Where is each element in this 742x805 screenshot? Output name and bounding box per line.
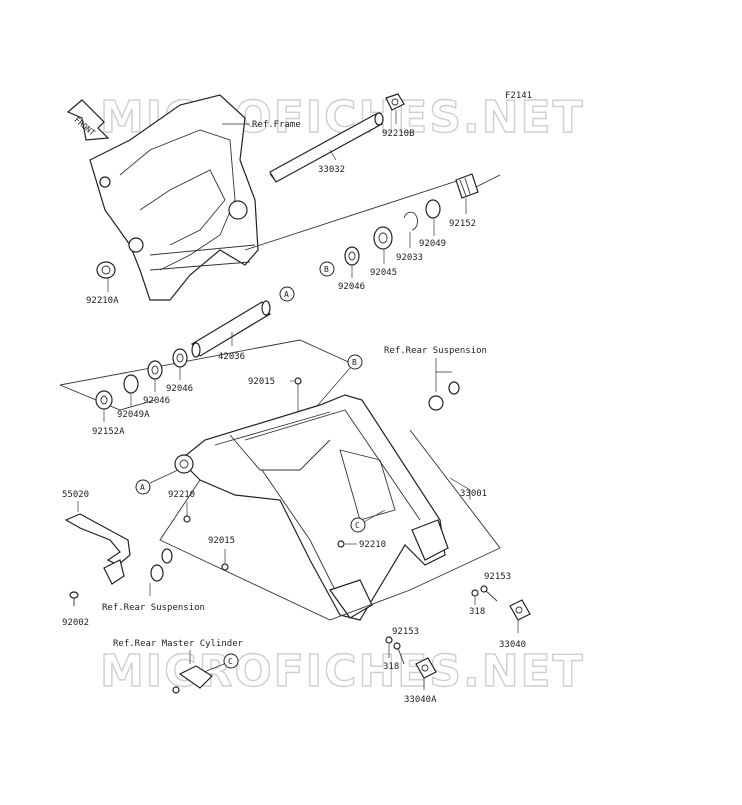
swingarm-33001: [174, 394, 449, 621]
label-92002: 92002: [62, 618, 89, 628]
adjuster-bolt-92153-b: [393, 642, 405, 665]
label-92046-a: 92046: [338, 282, 365, 292]
suspension-bushing-top: [428, 358, 460, 411]
label-92049: 92049: [419, 239, 446, 249]
collar-92152A: [95, 390, 113, 410]
adjuster-plate-33040A: [415, 657, 437, 679]
bolt-92210-b: [337, 540, 345, 548]
ref-frame-label: Ref.Frame: [252, 120, 301, 130]
label-33032: 33032: [318, 165, 345, 175]
label-92152: 92152: [449, 219, 476, 229]
label-92046-b: 92046: [166, 384, 193, 394]
nut-318-a: [471, 589, 479, 597]
label-33040: 33040: [499, 640, 526, 650]
ref-rear-master-cylinder-label: Ref.Rear Master Cylinder: [113, 639, 244, 649]
ref-rear-suspension-top-label: Ref.Rear Suspension: [384, 346, 487, 356]
bearing-stack-upper: [244, 173, 501, 266]
label-92152A: 92152A: [92, 427, 125, 437]
seal-92049A: [123, 374, 139, 394]
svg-text:B: B: [352, 358, 357, 367]
chain-guard-55020: [64, 513, 131, 585]
needle-bearing-92046-b: [172, 348, 188, 368]
bolt-92015-b: [221, 563, 229, 571]
label-33001: 33001: [460, 489, 487, 499]
label-33040A: 33040A: [404, 695, 437, 705]
callout-C-swingarm: C: [350, 517, 366, 533]
callout-B-upper: B: [319, 261, 335, 277]
figure-id: F2141: [505, 91, 532, 101]
label-92153-a: 92153: [484, 572, 511, 582]
label-92015-a: 92015: [248, 377, 275, 387]
label-92049A: 92049A: [117, 410, 150, 420]
nut-92210B: [385, 93, 405, 111]
screw-92002: [69, 591, 79, 606]
bearing-stack-lower: [59, 300, 356, 411]
adjuster-bolt-92153-a: [480, 585, 498, 602]
svg-text:C: C: [355, 521, 360, 530]
label-318-a: 318: [469, 607, 485, 617]
svg-text:C: C: [228, 657, 233, 666]
label-92033: 92033: [396, 253, 423, 263]
bolt-92210-a: [183, 515, 191, 523]
label-55020: 55020: [62, 490, 89, 500]
label-92046-c: 92046: [143, 396, 170, 406]
label-92210A: 92210A: [86, 296, 119, 306]
nut-318-b: [385, 636, 393, 644]
adjuster-plate-33040: [509, 599, 531, 621]
collar-92152: [455, 173, 479, 199]
pivot-shaft-33032: [269, 112, 384, 183]
bearing-92045: [373, 226, 393, 250]
callout-A-swingarm: A: [135, 479, 151, 495]
svg-text:A: A: [284, 290, 289, 299]
callout-C-lower: C: [223, 653, 239, 669]
callout-A-upper: A: [279, 286, 295, 302]
circlip-92033: [403, 211, 418, 231]
svg-text:A: A: [140, 483, 145, 492]
label-92015-b: 92015: [208, 536, 235, 546]
ref-rear-suspension-bottom-label: Ref.Rear Suspension: [102, 603, 205, 613]
svg-text:B: B: [324, 265, 329, 274]
watermark-bottom: MICROFICHES.NET: [100, 646, 585, 697]
label-92210-a: 92210: [168, 490, 195, 500]
sleeve-42036: [191, 300, 271, 358]
label-318-b: 318: [383, 662, 399, 672]
label-92153-b: 92153: [392, 627, 419, 637]
label-42036: 42036: [218, 352, 245, 362]
callout-B-swingarm: B: [347, 354, 363, 370]
needle-bearing-92046-c: [147, 360, 163, 380]
nut-92210A: [96, 261, 116, 279]
bolt-92015-a: [294, 377, 302, 385]
needle-bearing-92046-a: [344, 246, 360, 266]
suspension-bushing-bottom: [150, 548, 173, 582]
label-92210B: 92210B: [382, 129, 415, 139]
frame-drawing: [89, 94, 259, 301]
label-92045: 92045: [370, 268, 397, 278]
seal-92049: [425, 199, 441, 219]
label-92210-b: 92210: [359, 540, 386, 550]
master-cylinder-bracket: [172, 650, 213, 694]
